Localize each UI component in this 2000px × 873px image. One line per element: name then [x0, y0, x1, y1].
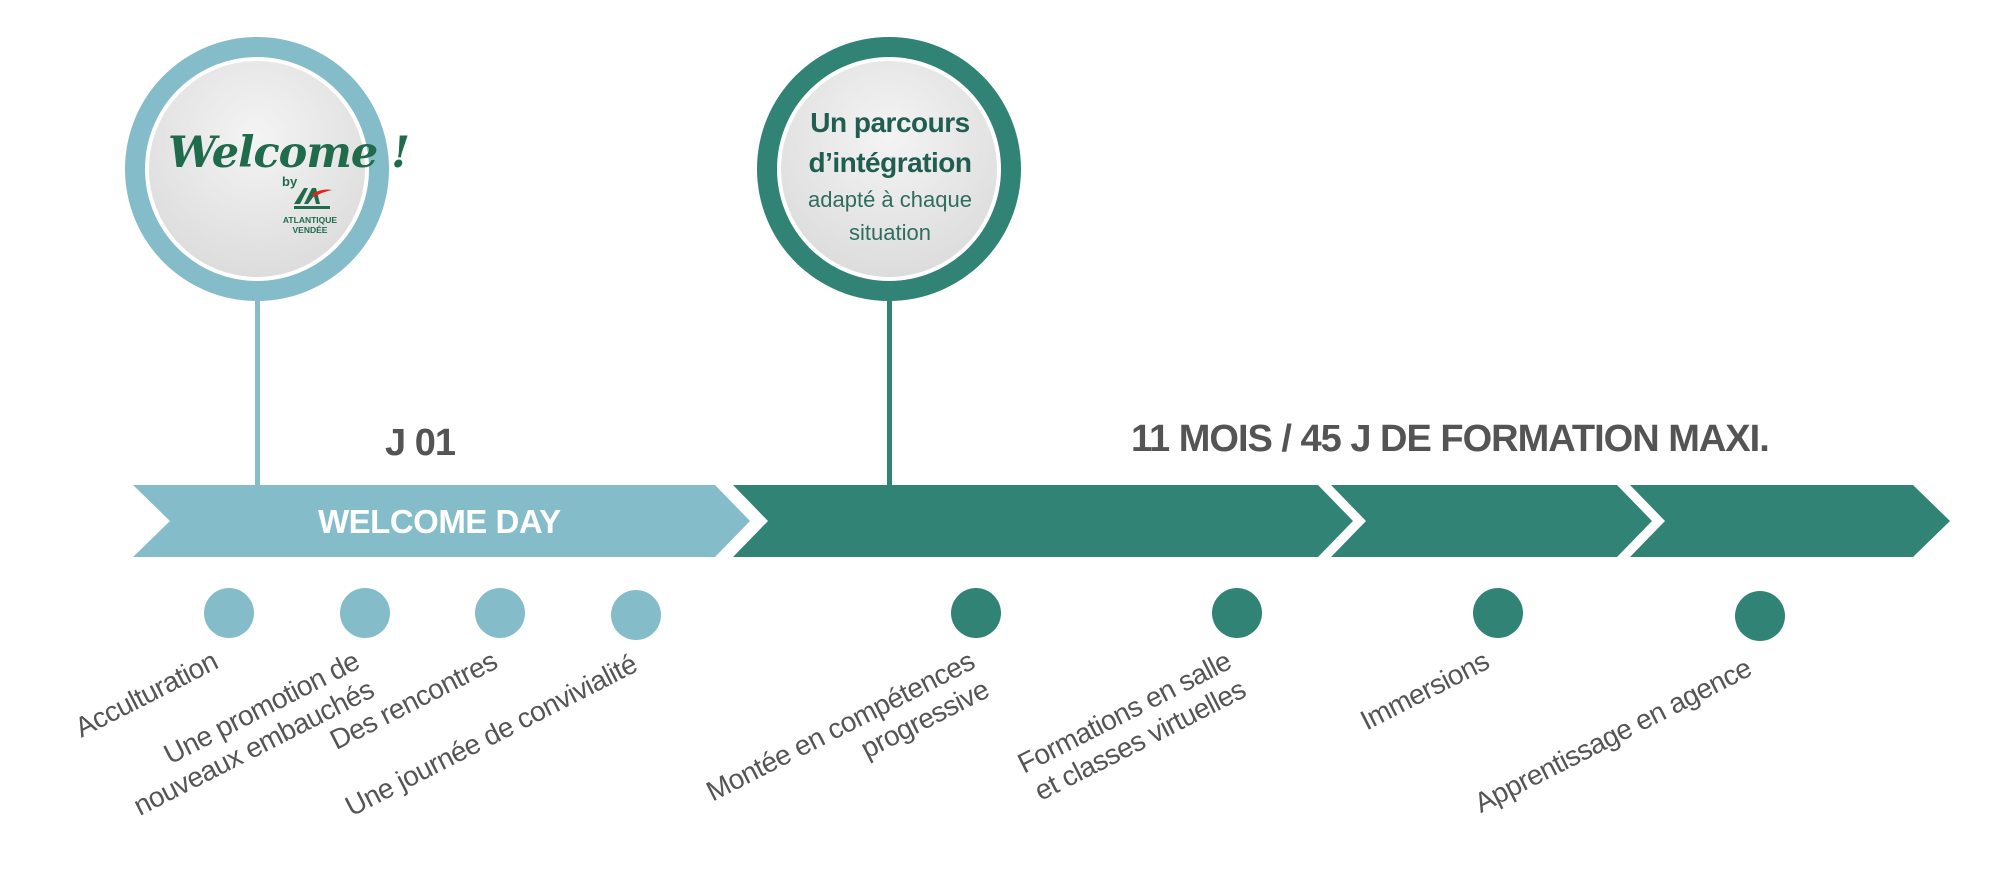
parcours-connector	[887, 298, 892, 486]
logo-caption-line-1: ATLANTIQUE	[282, 215, 338, 225]
parcours-badge-text: Un parcours d’intégration adapté à chaqu…	[770, 103, 1010, 249]
bullet-dot-formations	[1212, 588, 1262, 638]
bullet-dot-immersions	[1473, 588, 1523, 638]
bullet-dot-promotion	[340, 588, 390, 638]
welcome-logo: Welcome ! by ATLANTIQUE VENDÉE	[150, 120, 410, 250]
formation-arrow-3	[1630, 485, 1950, 557]
parcours-line-2: d’intégration	[808, 147, 972, 178]
bullet-dot-rencontres	[475, 588, 525, 638]
by-text: by	[282, 174, 298, 189]
logo-caption: ATLANTIQUE VENDÉE	[270, 215, 350, 235]
bullet-dot-apprentissage	[1735, 591, 1785, 641]
parcours-badge-inner	[777, 57, 1001, 281]
welcome-day-label: WELCOME DAY	[318, 503, 561, 540]
parcours-line-4: situation	[849, 220, 931, 245]
formation-arrow-2	[1331, 485, 1652, 557]
welcome-connector	[255, 298, 260, 486]
welcome-script-text: Welcome !	[168, 128, 410, 178]
bullet-dot-acculturation	[204, 588, 254, 638]
logo-caption-line-2: VENDÉE	[292, 225, 328, 235]
bullet-dot-competences	[951, 588, 1001, 638]
formation-heading: 11 MOIS / 45 J DE FORMATION MAXI.	[1131, 418, 1770, 460]
parcours-line-1: Un parcours	[810, 107, 970, 138]
welcome-badge-inner	[145, 57, 369, 281]
day-one-heading: J 01	[385, 422, 456, 464]
formation-arrow-1	[733, 485, 1353, 557]
bullet-dot-convivialite	[611, 590, 661, 640]
credit-agricole-logo-icon	[294, 188, 332, 209]
parcours-line-3: adapté à chaque	[808, 187, 972, 212]
welcome-day-arrow	[133, 485, 750, 557]
